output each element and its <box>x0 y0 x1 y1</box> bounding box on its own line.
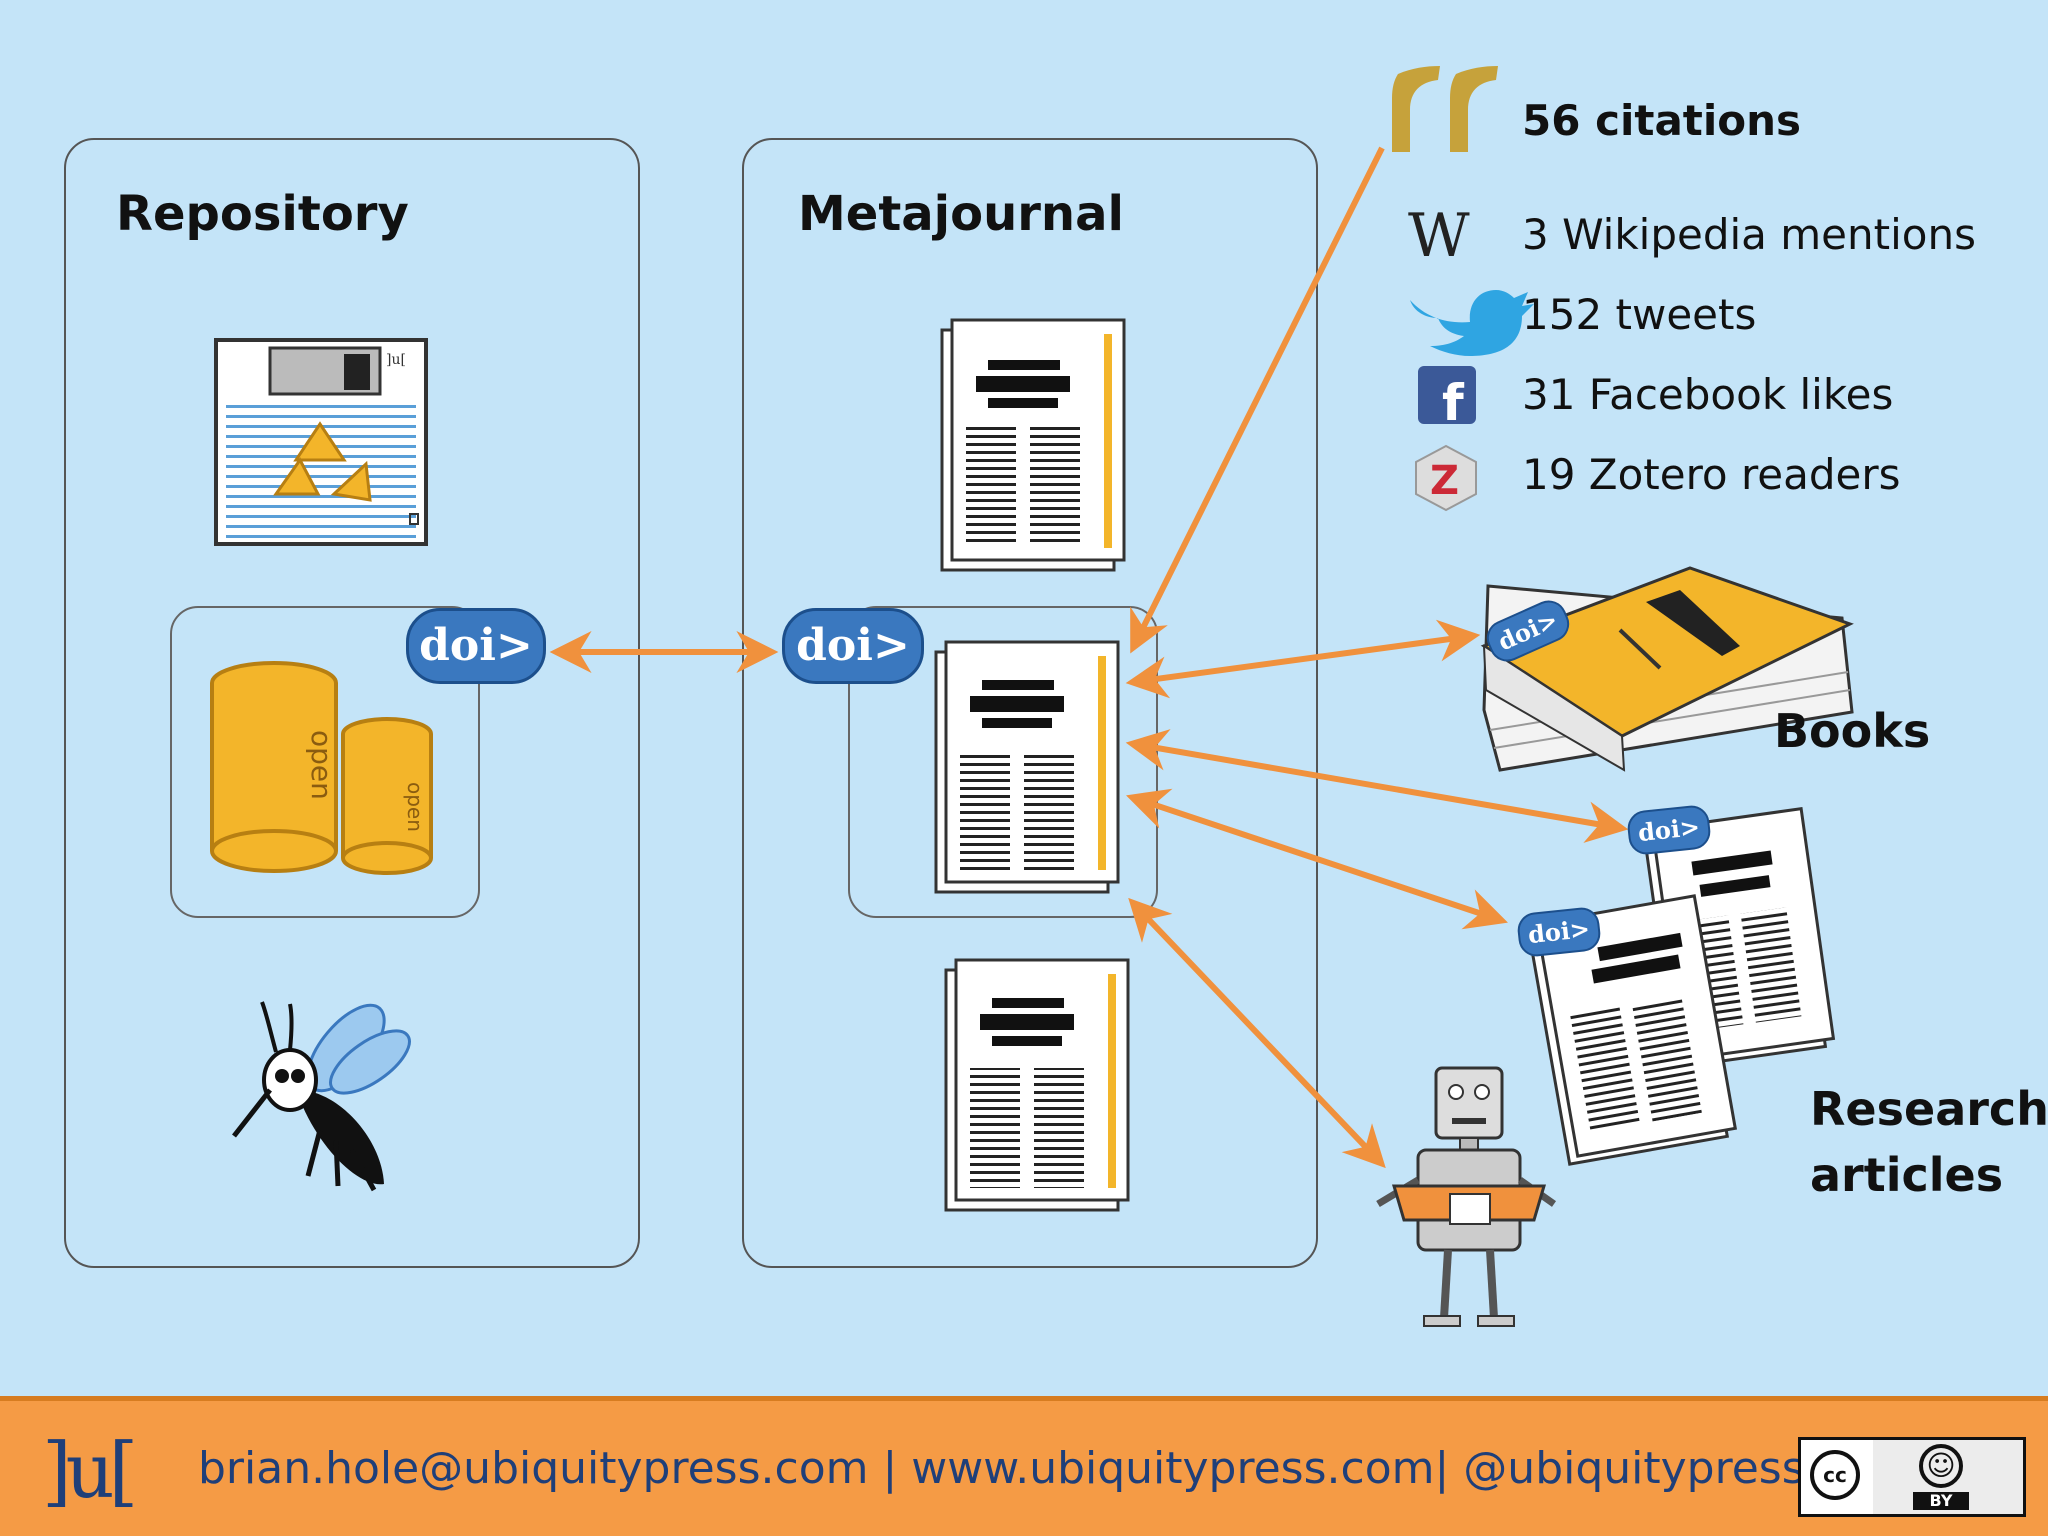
books-arrow <box>1125 619 1481 699</box>
svg-text:open: open <box>305 730 338 800</box>
wikipedia-icon: W <box>1408 201 1470 271</box>
robot-icon <box>1376 1066 1557 1327</box>
facebook-metric: 31 Facebook likes <box>1522 370 1894 419</box>
metajournal-panel <box>742 138 1318 1268</box>
article-document-icon <box>934 640 1120 894</box>
svg-text:f: f <box>1442 374 1465 432</box>
svg-text:]u[: ]u[ <box>386 352 406 368</box>
connection-arrows <box>549 146 1629 1169</box>
by-label: BY <box>1913 1492 1969 1510</box>
diagram-canvas: Repository Metajournal <box>64 66 2048 1327</box>
research-articles-label: Research articles <box>1810 1076 2048 1208</box>
research-label-line2: articles <box>1810 1148 2004 1202</box>
cc-license-section: cc <box>1801 1440 1873 1514</box>
zotero-metric: 19 Zotero readers <box>1522 450 1901 499</box>
article-document-icon <box>944 958 1130 1212</box>
books-label: Books <box>1774 704 1931 758</box>
research-article-icon <box>1526 894 1738 1166</box>
research-label-line1: Research <box>1810 1082 2048 1136</box>
wikipedia-metric: 3 Wikipedia mentions <box>1522 210 1976 259</box>
footer-bar: ]u[ brian.hole@ubiquitypress.com | www.u… <box>0 1396 2048 1536</box>
robot-arrow <box>1128 897 1386 1169</box>
svg-text:open: open <box>403 782 427 832</box>
zotero-icon: Z <box>1415 444 1477 512</box>
open-data-jars-icon: open open <box>210 661 433 875</box>
facebook-icon: f <box>1418 366 1476 432</box>
quote-icon <box>1392 66 1498 152</box>
svg-text:Z: Z <box>1430 458 1459 504</box>
cc-by-license-badge: cc ☺ BY <box>1798 1437 2026 1517</box>
contact-text: brian.hole@ubiquitypress.com | www.ubiqu… <box>198 1443 1805 1494</box>
metajournal-heading: Metajournal <box>798 186 1124 242</box>
citations-metric: 56 citations <box>1522 96 1802 145</box>
repository-open-data-box <box>170 606 480 918</box>
mosquito-icon <box>232 1001 411 1192</box>
repository-heading: Repository <box>116 186 409 242</box>
repository-doi-badge[interactable]: doi> <box>406 608 546 684</box>
tweets-metric: 152 tweets <box>1522 290 1757 339</box>
research-article-arrow <box>1125 729 1629 843</box>
floppy-disk-icon: ]u[ <box>214 338 428 546</box>
attribution-icon: ☺ <box>1919 1444 1963 1488</box>
research-article-arrow-2 <box>1126 788 1508 930</box>
article-document-icon <box>940 318 1126 572</box>
repository-panel <box>64 138 640 1268</box>
metajournal-doi-badge[interactable]: doi> <box>782 608 924 684</box>
ubiquity-press-logo: ]u[ <box>42 1426 138 1515</box>
citations-arrow <box>1130 146 1385 654</box>
twitter-icon <box>1410 290 1534 356</box>
cc-icon: cc <box>1810 1450 1860 1500</box>
diagram-graphics: ]u[ open open <box>210 66 1854 1327</box>
